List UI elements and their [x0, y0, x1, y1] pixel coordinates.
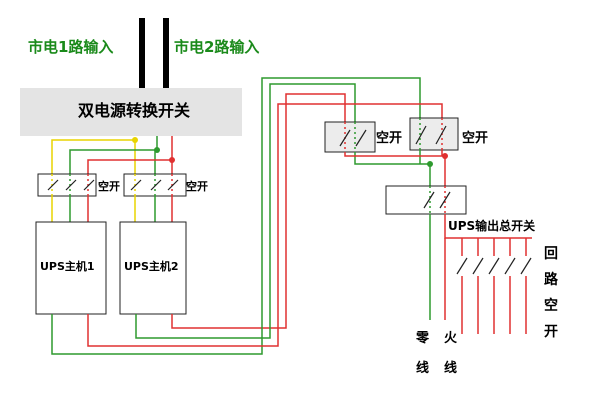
junction-red [169, 157, 175, 163]
neutral-label-char-1: 零 [415, 331, 430, 346]
ats-label: 双电源转换开关 [78, 101, 190, 120]
branch-breaker-4 [504, 238, 516, 334]
branch-breaker-2 [472, 238, 484, 334]
breaker-to-ups-wires [51, 196, 173, 222]
ups1-breaker-label: 空开 [98, 179, 120, 193]
ups2-input-breaker [123, 173, 187, 197]
mains2-label: 市电2路输入 [174, 38, 259, 56]
mains2-input-bar [163, 18, 169, 98]
branch-label-char-3: 空 [544, 297, 558, 314]
ups2-label: UPS主机2 [124, 259, 179, 273]
ups-output-main-switch [385, 185, 467, 215]
ups2-unit [119, 221, 187, 315]
junction-out-green [427, 161, 433, 167]
output-breaker-1-label: 空开 [376, 130, 402, 146]
ups1-input-breaker [37, 173, 97, 197]
ups1-unit [35, 221, 107, 315]
ups2-breaker-label: 空开 [186, 179, 208, 193]
ats-to-input-breakers [51, 136, 173, 174]
ats-panel [20, 88, 242, 136]
junction-out-red [442, 153, 448, 159]
branch-label-char-1: 回 [544, 246, 558, 262]
neutral-label-char-2: 线 [416, 360, 429, 376]
junction-yellow [132, 137, 138, 143]
branch-label-char-2: 路 [544, 271, 559, 288]
branch-breaker-5 [520, 238, 532, 334]
branch-breakers [456, 238, 532, 334]
live-label-char-1: 火 [444, 331, 458, 346]
branch-label-char-4: 开 [544, 324, 558, 340]
output-breaker-2 [409, 117, 459, 151]
ups-main-switch-label: UPS输出总开关 [448, 218, 535, 233]
ups-output-wires [51, 77, 443, 355]
mains1-input-bar [139, 18, 145, 98]
live-label-char-2: 线 [444, 360, 457, 376]
branch-breaker-3 [488, 238, 500, 334]
mains1-label: 市电1路输入 [28, 38, 113, 56]
output-breaker-2-label: 空开 [462, 130, 488, 146]
ups1-label: UPS主机1 [40, 259, 95, 273]
junction-green [154, 147, 160, 153]
branch-breaker-1 [456, 238, 468, 334]
output-breaker-1 [324, 121, 376, 153]
merge-wires [344, 150, 446, 186]
